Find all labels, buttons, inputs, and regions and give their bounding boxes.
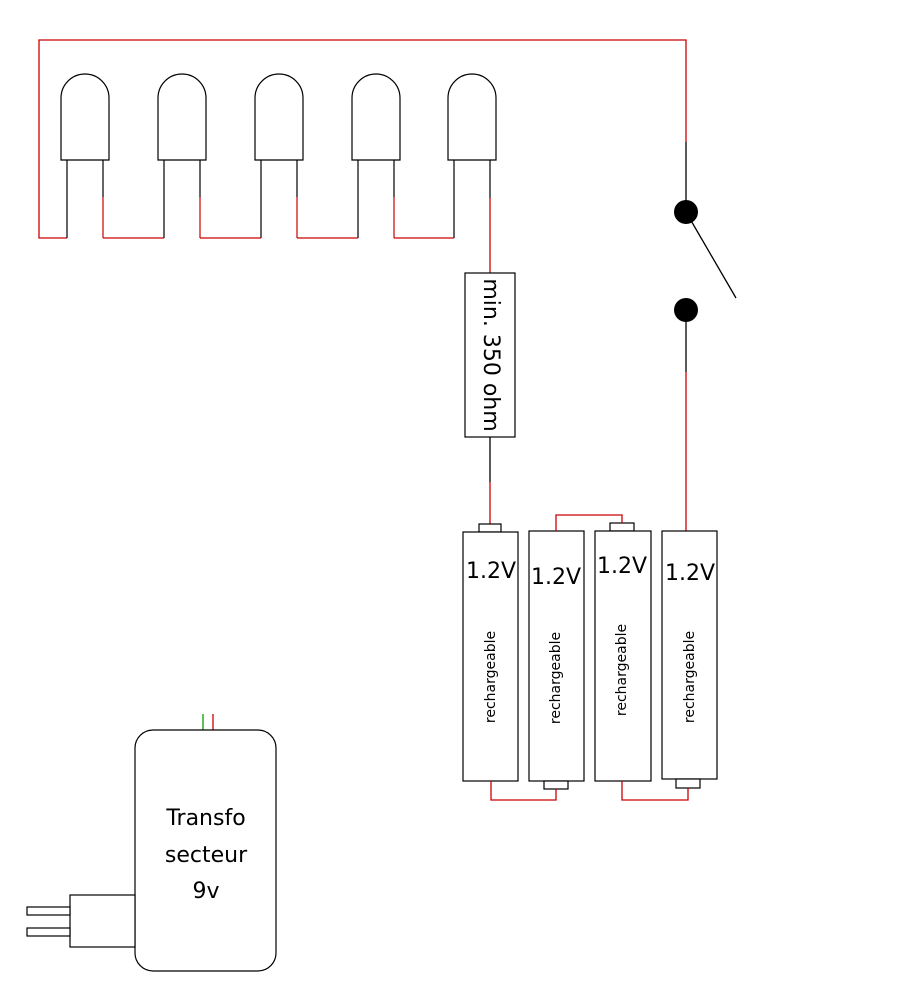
battery-1-voltage: 1.2V [466,559,516,584]
led-5 [447,73,497,238]
resistor-label: min. 350 ohm [478,278,503,431]
battery-link-2-3 [555,514,623,531]
battery-1: 1.2V rechargeable [462,523,519,782]
top-loop-wire [38,39,687,239]
battery-pack: 1.2V rechargeable 1.2V rechargeable 1.2V… [462,514,718,801]
battery-3-voltage: 1.2V [597,554,647,579]
transformer-label-line1: Transfo [165,806,245,831]
led-1 [60,73,110,238]
mains-plug [26,894,136,948]
battery-link-1-2 [490,781,557,801]
battery-2: 1.2V rechargeable [528,530,585,790]
battery-2-type: rechargeable [548,632,564,724]
led-2 [157,73,207,238]
battery-3-type: rechargeable [614,624,630,716]
led-3 [254,73,304,238]
battery-4: 1.2V rechargeable [661,530,718,789]
resistor: min. 350 ohm [464,272,516,438]
battery-link-3-4 [621,781,689,801]
switch-lever [685,211,737,299]
battery-4-type: rechargeable [682,631,698,723]
transformer-label-line2: secteur [165,843,248,868]
switch [674,200,737,322]
battery-4-voltage: 1.2V [665,561,715,586]
led-chain [60,73,497,239]
mains-transformer: Transfo secteur 9v [26,714,277,972]
battery-3: 1.2V rechargeable [594,522,652,782]
transformer-label-line3: 9v [192,879,219,904]
battery-1-type: rechargeable [483,631,499,723]
led-4 [351,73,401,238]
battery-2-voltage: 1.2V [531,565,581,590]
